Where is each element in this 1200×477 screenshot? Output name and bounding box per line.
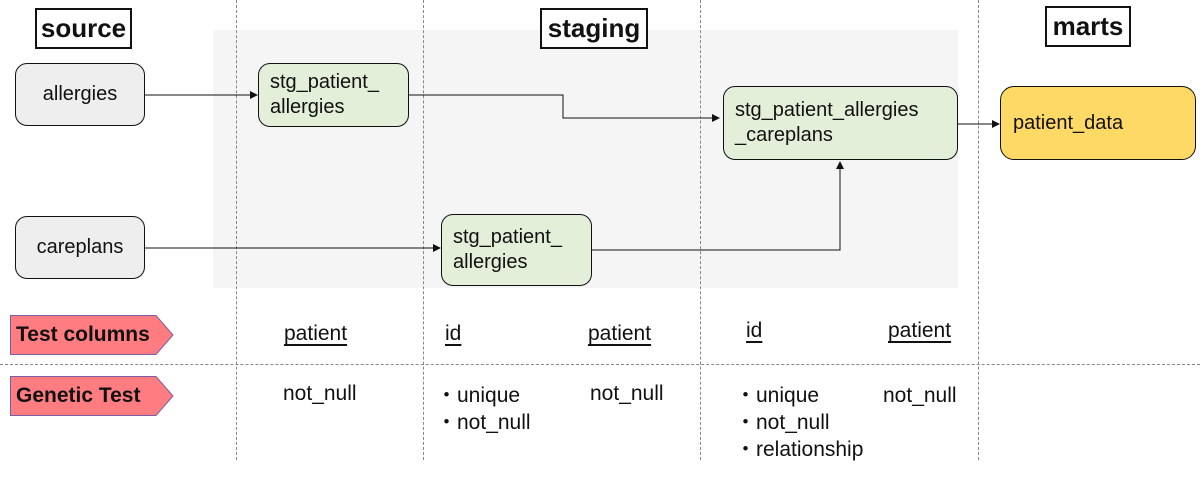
test-item: relationship [756,438,864,461]
test-list: unique not_null [436,382,531,436]
row-label-text: Test columns [16,323,150,346]
test-item: not_null [883,384,957,407]
column-divider [700,0,701,460]
node-label: stg_patient_ allergies [453,226,562,273]
node-label: stg_patient_allergies _careplans [735,99,919,146]
node-label: careplans [36,236,124,258]
node-label: stg_patient_ allergies [270,71,379,118]
column-name-id: id [445,322,462,345]
node-stg-patient-allergies-careplans: stg_patient_allergies _careplans [723,86,958,160]
row-label-text: Genetic Test [16,384,141,407]
column-name-patient: patient [588,322,652,345]
test-item: not_null [457,411,531,434]
edge-stg-to-combined-top [409,94,720,122]
test-item: unique [756,384,820,407]
node-label: allergies [42,83,118,105]
test-item: not_null [590,382,664,405]
pentagon-arrow-icon [10,376,174,416]
edge-stg-to-combined-bottom [592,161,844,251]
node-label: patient_data [1013,111,1124,134]
node-patient-data: patient_data [1000,86,1196,160]
header-source: source [35,8,132,49]
test-list: not_null [883,382,957,409]
test-item-bullet: not_null [735,409,863,436]
row-label-test-columns: Test columns [10,315,174,355]
node-allergies: allergies [15,63,145,126]
row-label-genetic-test: Genetic Test [10,376,174,416]
test-item: not_null [756,411,830,434]
test-list: not_null [590,380,664,407]
node-careplans: careplans [15,216,145,279]
column-name-patient: patient [888,319,952,342]
test-list: not_null [283,380,357,407]
column-divider [423,0,424,460]
node-stg-patient-allergies: stg_patient_ allergies [258,63,409,127]
header-staging: staging [540,8,648,49]
test-item-bullet: unique [436,382,531,409]
test-item-bullet: relationship [735,436,863,463]
column-divider [978,0,979,460]
test-item-bullet: not_null [436,409,531,436]
column-name-id: id [746,319,763,342]
test-item: unique [457,384,521,407]
test-list: unique not_null relationship [735,382,863,463]
header-marts: marts [1045,6,1131,47]
test-item: not_null [283,382,357,405]
row-divider [0,364,1200,365]
test-item-bullet: unique [735,382,863,409]
column-divider [236,0,237,460]
node-stg-patient-careplans: stg_patient_ allergies [441,214,592,286]
pentagon-arrow-icon [10,315,174,355]
column-name-patient: patient [284,322,348,345]
